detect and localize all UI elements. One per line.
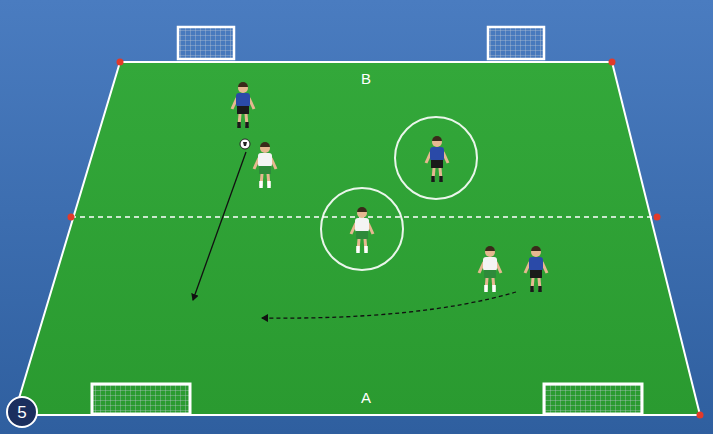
figure-number-badge: 5 — [6, 396, 38, 428]
goal-side-label: A — [361, 390, 371, 405]
goal-side-label: B — [361, 71, 371, 86]
callout-number: 5 — [17, 404, 26, 421]
